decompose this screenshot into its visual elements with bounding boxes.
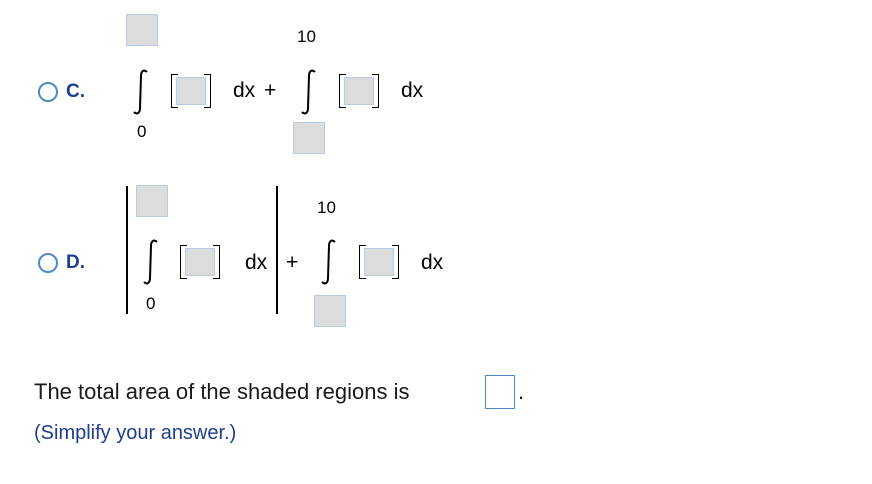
option-c-term2-upper-limit: 10 [297, 27, 316, 46]
absolute-value-bar-right [276, 186, 278, 314]
absolute-value-bar-left [126, 186, 128, 314]
option-c-radio[interactable] [38, 82, 58, 102]
answer-prompt: The total area of the shaded regions is [34, 379, 410, 404]
option-d-term2-upper-limit: 10 [317, 198, 336, 217]
option-d-label: D. [66, 252, 85, 273]
integral-icon [143, 239, 158, 285]
answer-period: . [518, 379, 525, 404]
option-d-radio[interactable] [38, 253, 58, 273]
option-c-term2-differential: dx [401, 79, 424, 102]
option-d-term1-integrand-input[interactable] [180, 245, 220, 279]
option-d-term1-differential: dx [245, 251, 268, 274]
total-area-answer-input[interactable] [485, 375, 515, 409]
option-d-term2-integrand-input[interactable] [359, 245, 399, 279]
option-c-term2-integrand-input[interactable] [339, 74, 379, 108]
option-c-term1-upper-limit-input[interactable] [126, 14, 158, 46]
option-c-term1-differential: dx [233, 79, 256, 102]
option-c-plus-sign: + [264, 79, 277, 102]
option-d-plus-sign: + [286, 251, 299, 274]
option-d-term2-lower-limit-input[interactable] [314, 295, 346, 327]
simplify-hint: (Simplify your answer.) [34, 422, 237, 444]
option-c-term2-lower-limit-input[interactable] [293, 122, 325, 154]
option-d-term2-differential: dx [421, 251, 444, 274]
option-c-term1-integrand-input[interactable] [171, 74, 211, 108]
integral-icon [133, 69, 148, 115]
integral-icon [301, 69, 316, 115]
option-d-term1-lower-limit: 0 [146, 294, 156, 313]
option-c-term1-lower-limit: 0 [137, 122, 147, 141]
option-d-term1-upper-limit-input[interactable] [136, 185, 168, 217]
option-c-label: C. [66, 81, 85, 102]
integral-icon [321, 239, 336, 285]
